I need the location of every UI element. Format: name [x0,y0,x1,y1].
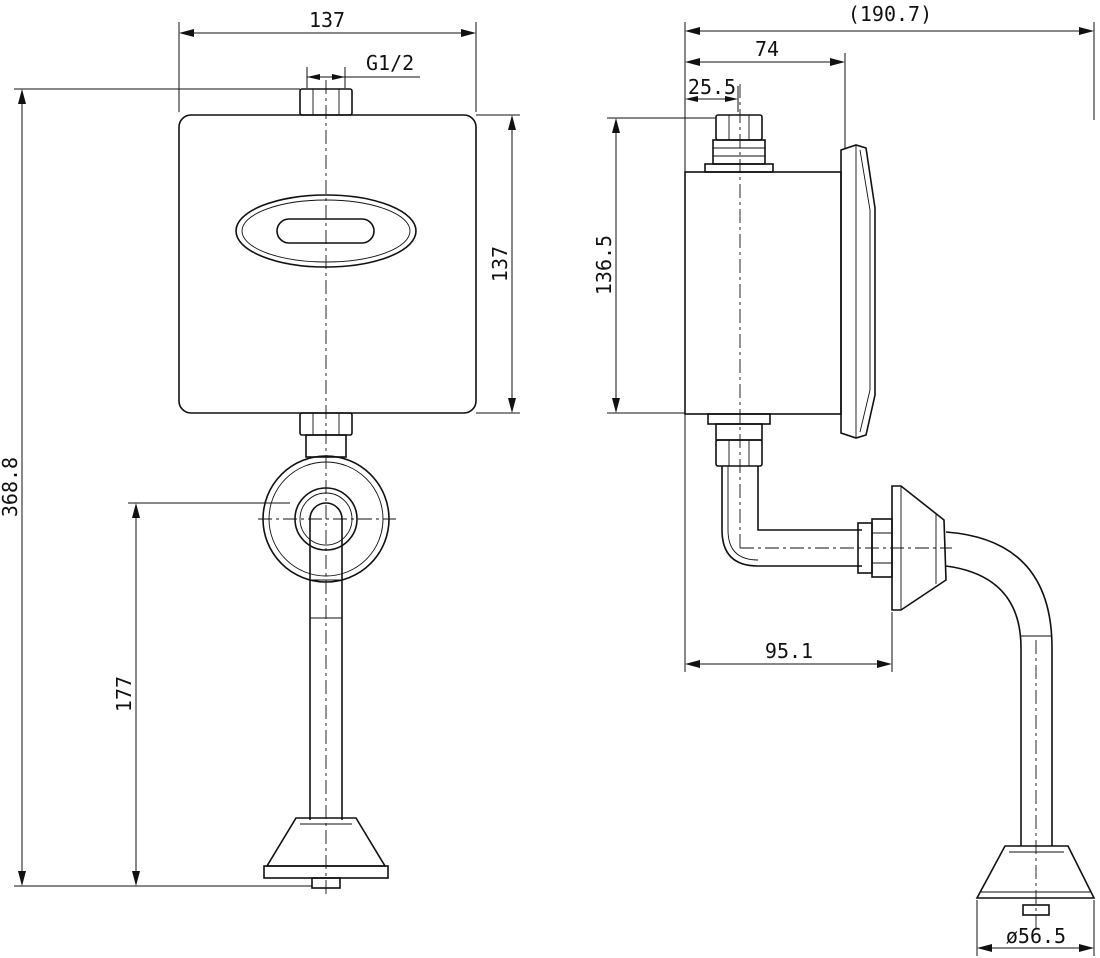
dim-overall-height: 368.8 [0,88,312,887]
dim-body-depth: 74 [685,37,846,148]
dim-front-width-label: 137 [309,8,345,32]
dim-overall-depth: (190.7) [684,2,1095,672]
dim-overall-height-label: 368.8 [0,457,22,517]
dim-overall-depth-label: (190.7) [848,2,932,26]
dim-front-width: 137 [178,8,477,112]
side-drain-pipe [945,531,1053,846]
front-housing [178,114,477,414]
side-cover-plate [840,144,876,439]
sensor-slot [276,218,375,244]
dim-inlet-offset: 25.5 [685,75,739,112]
front-view: 137 G1/2 137 368.8 [0,8,520,898]
dim-body-depth-label: 74 [755,37,779,61]
dim-outlet-depth-label: 95.1 [765,639,813,663]
dim-front-height-label: 137 [488,246,512,282]
dim-thread: G1/2 [306,51,420,88]
front-flange [263,817,389,889]
dim-inlet-offset-label: 25.5 [688,75,736,99]
side-housing [684,171,842,415]
dim-flange-diameter: ø56.5 [976,900,1095,956]
dim-body-height-label: 136.5 [592,235,616,295]
dim-body-height: 136.5 [592,117,716,414]
side-view: (190.7) 74 25.5 136.5 [592,2,1096,956]
dim-thread-label: G1/2 [366,51,414,75]
dim-drain-height: 177 [112,502,290,886]
side-bottom-flange [975,845,1096,916]
dim-outlet-depth: 95.1 [685,612,893,672]
side-outlet-nut [707,413,771,467]
dim-front-height: 137 [476,114,520,414]
dim-flange-diameter-label: ø56.5 [1006,924,1066,948]
side-elbow-pipe [721,466,862,567]
side-inlet-nut [704,114,774,173]
dim-drain-height-label: 177 [112,676,136,712]
